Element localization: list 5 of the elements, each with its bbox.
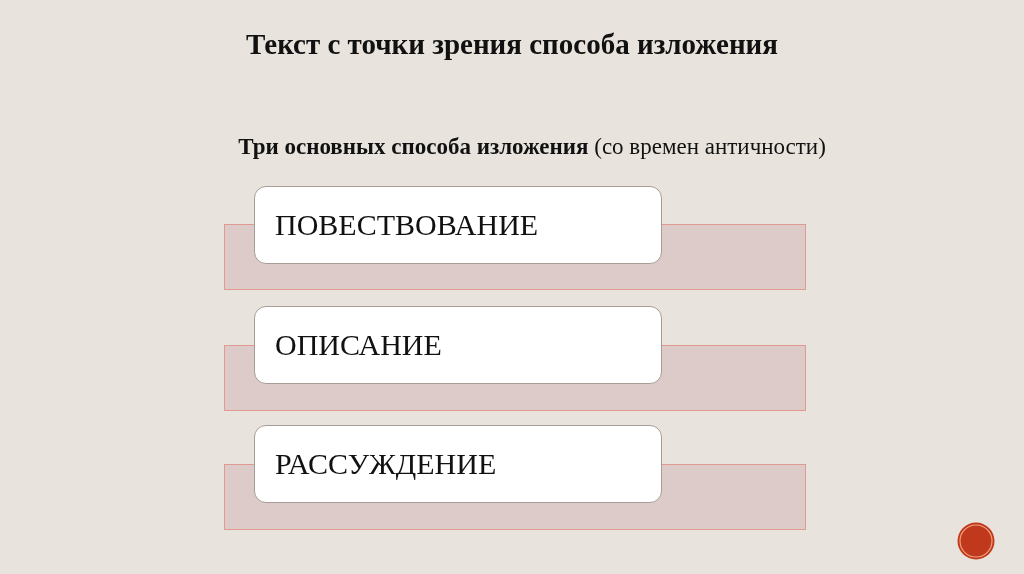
item-box: ОПИСАНИЕ xyxy=(254,306,662,384)
slide-title: Текст с точки зрения способа изложения xyxy=(246,28,778,61)
subtitle: Три основных способа изложения (со времен античности) xyxy=(238,134,826,160)
item-box: РАССУЖДЕНИЕ xyxy=(254,425,662,503)
item-box: ПОВЕСТВОВАНИЕ xyxy=(254,186,662,264)
